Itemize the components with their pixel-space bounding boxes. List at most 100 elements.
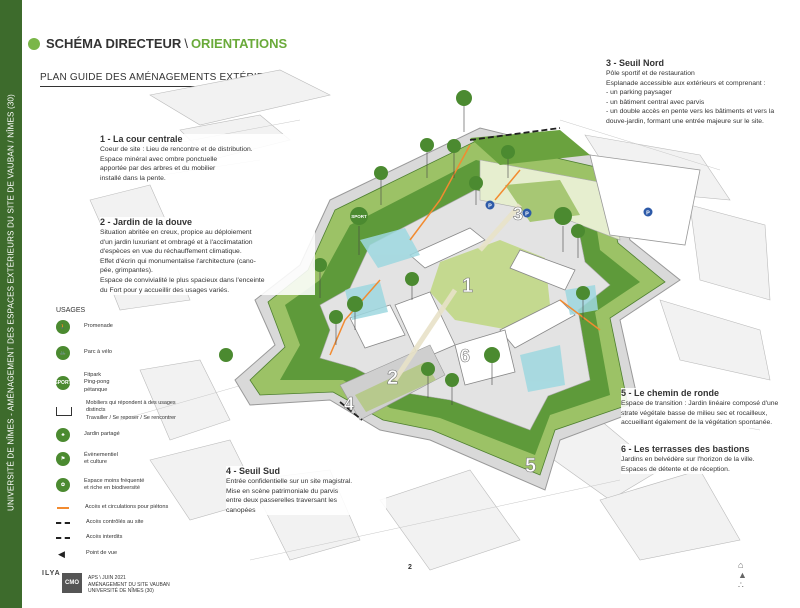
zone-4-panel: 4 - Seuil Sud Entrée confidentielle sur … <box>226 466 386 516</box>
page-number: 2 <box>408 564 412 571</box>
decorative-icons: ⌂▲∴ <box>738 560 747 590</box>
header-title: SCHÉMA DIRECTEUR <box>46 36 182 51</box>
zone-4-line: canopées <box>226 506 256 514</box>
viewpoint-icon: ◀ <box>58 549 65 559</box>
footer-info: APS \ JUIN 2021 AMÉNAGEMENT DU SITE VAUB… <box>88 575 170 595</box>
legend-label: Évènementiel et culture <box>84 452 118 466</box>
bike-icon: 🚲 <box>56 346 70 360</box>
footer-line-3: UNIVERSITÉ DE NÎMES (30) <box>88 588 154 594</box>
orange-arrow-icon <box>57 506 69 509</box>
zone-3-line: - un parking paysager <box>606 89 672 97</box>
legend-label: Espace moins fréquenté et riche en biodi… <box>84 478 145 492</box>
zone-3-line: Pôle sportif et de restauration <box>606 70 695 77</box>
zone-2-panel: 2 - Jardin de la douve Situation abritée… <box>100 217 315 296</box>
usages-title: USAGES <box>56 307 86 314</box>
zone-2-line: d'espèces en vue du réchauffement climat… <box>100 248 242 256</box>
legend-item-shared-garden: ♣ Jardin partagé <box>52 428 120 442</box>
zone-1-panel: 1 - La cour centrale Coeur de site : Lie… <box>100 134 300 184</box>
zone-2-line: Effet d'écrin qui monumentalise l'archit… <box>100 257 256 265</box>
zone-5-line: strate végétale basse de milieu sec et r… <box>621 409 768 417</box>
zone-3-panel: 3 - Seuil Nord Pôle sportif et de restau… <box>606 58 796 127</box>
legend-item-forbidden: Accès interdits <box>52 534 122 541</box>
water-areas <box>345 228 598 392</box>
zone-3-title: 3 - Seuil Nord <box>606 58 665 68</box>
zone-1-line: Coeur de site : Lieu de rencontre et de … <box>100 146 253 153</box>
legend-item-bike: 🚲 Parc à vélo <box>52 346 112 360</box>
parking-markers: P P P <box>485 200 653 218</box>
parking-label-2: P <box>525 212 529 218</box>
zone-2-line: du Fort pour y accueillir des usages var… <box>100 286 230 294</box>
zone-1-line: installé dans la pente. <box>100 174 166 182</box>
biodiversity-icon: ✿ <box>56 478 70 493</box>
garden-icon: ♣ <box>56 428 70 442</box>
legend-label: Accès contrôlés au site <box>86 519 144 525</box>
plan-title-underline <box>40 86 275 87</box>
zone-2-line: Situation abritée en creux, propice au d… <box>100 229 252 236</box>
zone-3-line: douve-jardin, formant une entrée majeure… <box>606 117 764 125</box>
legend-item-sport: SPORT Fitpark Ping-pong pétanque <box>52 372 110 394</box>
zone-5-title: 5 - Le chemin de ronde <box>621 388 720 398</box>
legend-item-promenade: 🚶 Promenade <box>52 320 113 334</box>
zone-6-panel: 6 - Les terrasses des bastions Jardins e… <box>621 444 799 475</box>
legend-item-pedestrian: Accès et circulations pour piétons <box>52 504 168 511</box>
furniture-icon <box>56 406 72 416</box>
zone-5-line: accueillant également de la végétation s… <box>621 419 773 427</box>
zone-2-title: 2 - Jardin de la douve <box>100 217 193 227</box>
legend-label: Accès interdits <box>86 534 123 540</box>
legend-label: Accès et circulations pour piétons <box>85 504 169 510</box>
legend-label: Jardin partagé <box>84 431 120 438</box>
legend-label: Fitpark Ping-pong pétanque <box>84 372 110 393</box>
header-subtitle: ORIENTATIONS <box>190 36 288 51</box>
zone-1-title: 1 - La cour centrale <box>100 134 183 144</box>
zone-2-line: Espace de convivialité le plus spacieux … <box>100 276 265 284</box>
zone-4-line: entre deux passerelles traversant les <box>226 497 338 505</box>
legend-item-controlled: Accès contrôlés au site <box>52 519 144 526</box>
map-usage-pins: SPORT <box>219 90 590 405</box>
legend-label: Parc à vélo <box>84 349 112 356</box>
footer-line-1: APS \ JUIN 2021 <box>88 575 126 581</box>
page-header: SCHÉMA DIRECTEUR \ ORIENTATIONS <box>28 36 287 51</box>
zone-6-line: Espaces de détente et de réception. <box>621 465 730 473</box>
map-number-3: 3 <box>513 204 523 224</box>
legend-label: Point de vue <box>86 550 118 557</box>
sidebar-band: UNIVERSITÉ DE NÎMES - AMÉNAGEMENT DES ES… <box>0 0 22 608</box>
parking-label-3: P <box>646 211 650 217</box>
map-number-4: 4 <box>344 394 354 414</box>
pedestrian-access-arrows <box>329 144 601 356</box>
zone-5-panel: 5 - Le chemin de ronde Espace de transit… <box>621 388 799 428</box>
zone-2-line: d'un jardin luxuriant et ombragé et à l'… <box>100 238 253 246</box>
zone-2-line: pée, grimpantes). <box>100 267 153 275</box>
controlled-access-icon <box>56 521 70 524</box>
footer-line-2: AMÉNAGEMENT DU SITE VAUBAN <box>88 581 170 588</box>
zone-3-line: Esplanade accessible aux extérieurs et c… <box>606 79 766 87</box>
parking-label-1: P <box>488 204 492 210</box>
legend-label: Promenade <box>84 323 113 330</box>
map-sport-label: SPORT <box>351 214 367 219</box>
map-number-1: 1 <box>462 275 473 297</box>
legend-label: Mobiliers qui répondent à des usages dis… <box>86 400 176 421</box>
zone-3-line: - un bâtiment central avec parvis <box>606 98 705 106</box>
legend-item-furniture: Mobiliers qui répondent à des usages dis… <box>52 400 176 422</box>
zone-5-line: Espace de transition : Jardin linéaire c… <box>621 400 779 407</box>
header-dot-icon <box>28 37 40 50</box>
legend-item-biodiversity: ✿ Espace moins fréquenté et riche en bio… <box>52 478 144 493</box>
map-number-6: 6 <box>460 346 470 366</box>
zone-4-line: Mise en scène patrimoniale du parvis <box>226 487 339 495</box>
zone-6-line: Jardins en belvédère sur l'horizon de la… <box>621 456 755 463</box>
zone-1-line: apportée par des arbres et du mobilier <box>100 165 216 173</box>
cmo-logo: CMO <box>62 573 82 593</box>
zone-4-title: 4 - Seuil Sud <box>226 466 281 476</box>
ilya-logo-text: ILYA <box>42 570 61 577</box>
legend-item-viewpoint: ◀ Point de vue <box>52 549 117 559</box>
zone-6-title: 6 - Les terrasses des bastions <box>621 444 750 454</box>
legend-item-event: ⚑ Évènementiel et culture <box>52 452 118 467</box>
map-number-5: 5 <box>525 455 536 477</box>
map-number-2: 2 <box>387 367 398 389</box>
event-icon: ⚑ <box>56 452 70 467</box>
walker-icon: 🚶 <box>56 320 70 334</box>
ilya-logo: ILYA <box>42 570 61 577</box>
zone-1-line: Espace minéral avec ombre ponctuelle <box>100 155 218 163</box>
header-separator: \ <box>184 36 188 51</box>
forbidden-access-icon <box>56 536 70 539</box>
